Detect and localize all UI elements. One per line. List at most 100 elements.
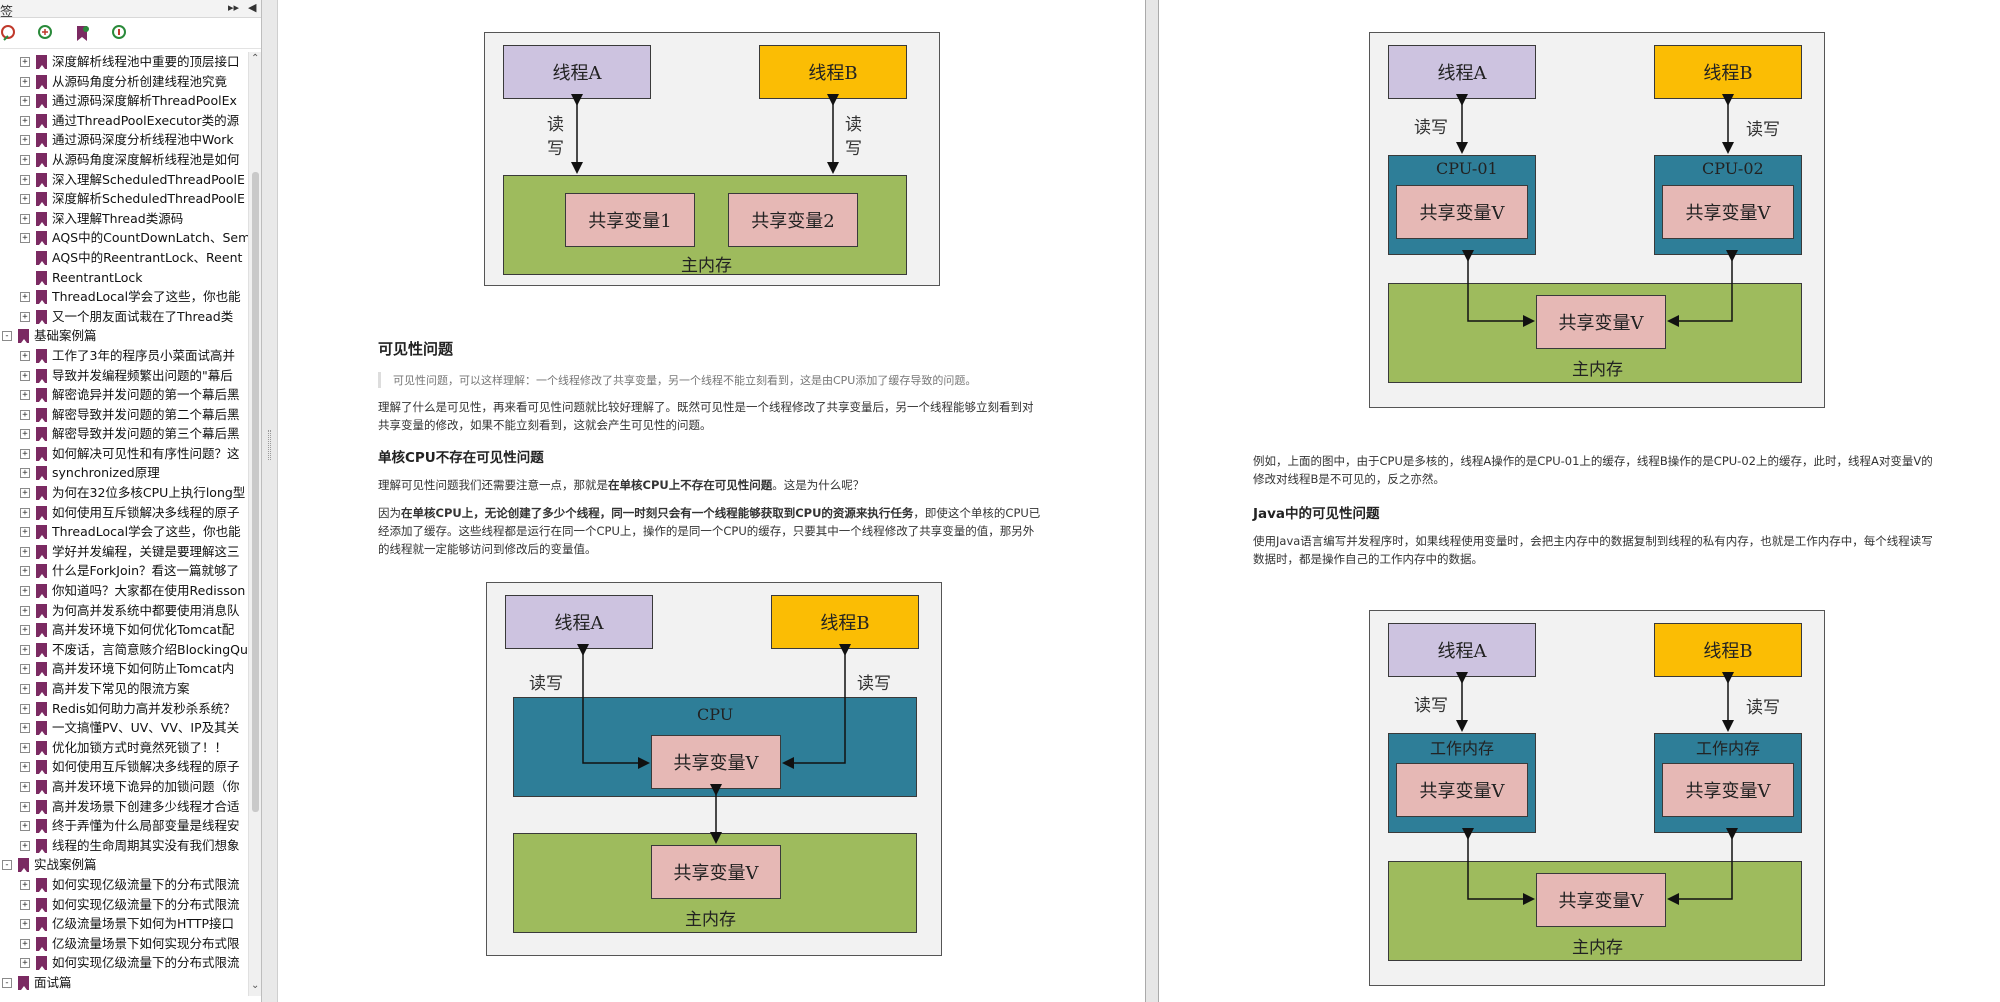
collapse-icon[interactable]: -	[2, 977, 12, 988]
expand-icon[interactable]: +	[20, 194, 30, 205]
expand-icon[interactable]: +	[20, 154, 30, 165]
expand-icon[interactable]: +	[20, 938, 30, 949]
expand-icon[interactable]: +	[20, 507, 30, 518]
expand-icon[interactable]: +	[20, 586, 30, 597]
bookmark-item[interactable]: +终于弄懂为什么局部变量是线程安	[0, 816, 248, 836]
expand-icon[interactable]: +	[20, 644, 30, 655]
scrollbar-thumb[interactable]	[252, 172, 259, 812]
bookmark-item[interactable]: +通过源码深度分析线程池中Work	[0, 130, 248, 150]
bookmark-item[interactable]: +通过ThreadPoolExecutor类的源	[0, 111, 248, 131]
expand-icon[interactable]: +	[20, 174, 30, 185]
bookmark-item[interactable]: +又一个朋友面试栽在了Thread类	[0, 307, 248, 327]
expand-icon[interactable]: +	[20, 958, 30, 969]
bookmark-item[interactable]: +优化加锁方式时竟然死锁了！！	[0, 738, 248, 758]
bookmark-item[interactable]: +深入理解Thread类源码	[0, 209, 248, 229]
expand-icon[interactable]: +	[20, 664, 30, 675]
bookmark-delete-icon[interactable]	[0, 24, 20, 44]
expand-icon[interactable]: +	[20, 135, 30, 146]
bookmark-item[interactable]: +从源码角度分析创建线程池究竟	[0, 72, 248, 92]
bookmark-item[interactable]: AQS中的ReentrantLock、Reent	[0, 248, 248, 268]
double-chevron-right-icon[interactable]: ▸▸	[228, 1, 240, 14]
bookmark-item[interactable]: +亿级流量场景下如何实现分布式限	[0, 934, 248, 954]
expand-icon[interactable]: +	[20, 409, 30, 420]
expand-icon[interactable]: +	[20, 546, 30, 557]
bookmark-item[interactable]: +高并发场景下创建多少线程才合适	[0, 797, 248, 817]
bookmark-item[interactable]: +通过源码深度解析ThreadPoolEx	[0, 91, 248, 111]
bookmark-item[interactable]: -实战案例篇	[0, 855, 248, 875]
pane-splitter[interactable]	[262, 0, 278, 1002]
bookmark-item[interactable]: +解密诡异并发问题的第一个幕后黑	[0, 385, 248, 405]
expand-icon[interactable]: +	[20, 684, 30, 694]
bookmark-item[interactable]: +导致并发编程频繁出问题的"幕后	[0, 366, 248, 386]
bookmark-flag-icon[interactable]	[72, 24, 92, 44]
bookmark-item[interactable]: +一文搞懂PV、UV、VV、IP及其关	[0, 718, 248, 738]
expand-icon[interactable]: +	[20, 213, 30, 224]
bookmark-item[interactable]: +亿级流量场景下如何为HTTP接口	[0, 914, 248, 934]
expand-icon[interactable]: +	[20, 76, 30, 87]
collapse-icon[interactable]: -	[2, 860, 12, 871]
expand-icon[interactable]: +	[20, 879, 30, 890]
expand-icon[interactable]: +	[20, 292, 30, 303]
triangle-left-icon[interactable]: ◀	[248, 1, 257, 14]
expand-icon[interactable]: +	[20, 899, 30, 910]
expand-icon[interactable]: +	[20, 762, 30, 773]
bookmark-add-icon[interactable]	[36, 24, 56, 44]
expand-icon[interactable]: +	[20, 115, 30, 126]
bookmark-item[interactable]: +ThreadLocal学会了这些，你也能	[0, 522, 248, 542]
scroll-up-icon[interactable]: ⌃	[251, 53, 260, 64]
expand-icon[interactable]: +	[20, 488, 30, 499]
bookmark-item[interactable]: +高并发环境下诡异的加锁问题（你	[0, 777, 248, 797]
expand-icon[interactable]: +	[20, 801, 30, 812]
bookmark-item[interactable]: +如何实现亿级流量下的分布式限流	[0, 875, 248, 895]
bookmark-item[interactable]: +为何高并发系统中都要使用消息队	[0, 601, 248, 621]
expand-icon[interactable]: +	[20, 723, 30, 734]
expand-icon[interactable]: +	[20, 350, 30, 361]
expand-icon[interactable]: +	[20, 468, 30, 479]
bookmark-item[interactable]: ReentrantLock	[0, 268, 248, 288]
expand-icon[interactable]: +	[20, 821, 30, 832]
bookmark-item[interactable]: +解密导致并发问题的第三个幕后黑	[0, 424, 248, 444]
bookmark-item[interactable]: -面试篇	[0, 973, 248, 993]
bookmark-item[interactable]: +深度解析ScheduledThreadPoolE	[0, 189, 248, 209]
bookmark-item[interactable]: +如何解决可见性和有序性问题？这	[0, 444, 248, 464]
bookmark-item[interactable]: +为何在32位多核CPU上执行long型	[0, 483, 248, 503]
bookmark-item[interactable]: +ThreadLocal学会了这些，你也能	[0, 287, 248, 307]
bookmark-item[interactable]: +如何实现亿级流量下的分布式限流	[0, 953, 248, 973]
bookmark-item[interactable]: +学好并发编程，关键是要理解这三	[0, 542, 248, 562]
bookmark-scrollbar[interactable]: ⌃ ⌄	[248, 52, 261, 996]
scroll-down-icon[interactable]: ⌄	[251, 980, 260, 991]
expand-icon[interactable]: +	[20, 527, 30, 538]
bookmark-item[interactable]: +如何实现亿级流量下的分布式限流	[0, 895, 248, 915]
expand-icon[interactable]: +	[20, 370, 30, 381]
expand-icon[interactable]: +	[20, 96, 30, 107]
bookmark-item[interactable]: +从源码角度深度解析线程池是如何	[0, 150, 248, 170]
expand-icon[interactable]: +	[20, 57, 30, 67]
bookmark-item[interactable]: +深入理解ScheduledThreadPoolE	[0, 170, 248, 190]
bookmark-item[interactable]: +不废话，言简意赅介绍BlockingQu	[0, 640, 248, 660]
expand-icon[interactable]: +	[20, 919, 30, 930]
expand-icon[interactable]: +	[20, 429, 30, 440]
bookmark-item[interactable]: +什么是ForkJoin？看这一篇就够了	[0, 561, 248, 581]
expand-icon[interactable]: +	[20, 566, 30, 577]
expand-icon[interactable]: +	[20, 742, 30, 753]
bookmark-item[interactable]: +高并发环境下如何防止Tomcat内	[0, 659, 248, 679]
expand-icon[interactable]: +	[20, 233, 30, 244]
bookmark-item[interactable]: +高并发下常见的限流方案	[0, 679, 248, 699]
expand-icon[interactable]: +	[20, 311, 30, 322]
bookmark-item[interactable]: +工作了3年的程序员小菜面试高并	[0, 346, 248, 366]
expand-icon[interactable]: +	[20, 781, 30, 792]
bookmark-item[interactable]: +AQS中的CountDownLatch、Sem	[0, 228, 248, 248]
expand-icon[interactable]: +	[20, 625, 30, 636]
expand-icon[interactable]: +	[20, 605, 30, 616]
expand-icon[interactable]: +	[20, 703, 30, 714]
splitter-grip[interactable]	[268, 430, 271, 460]
bookmark-item[interactable]: +深度解析线程池中重要的顶层接口	[0, 52, 248, 72]
collapse-icon[interactable]: -	[2, 331, 12, 342]
bookmark-item[interactable]: +如何使用互斥锁解决多线程的原子	[0, 757, 248, 777]
bookmark-find-icon[interactable]	[110, 24, 130, 44]
bookmark-item[interactable]: +你知道吗？大家都在使用Redisson	[0, 581, 248, 601]
bookmark-item[interactable]: +高并发环境下如何优化Tomcat配	[0, 620, 248, 640]
bookmark-item[interactable]: +Redis如何助力高并发秒杀系统？	[0, 699, 248, 719]
bookmark-item[interactable]: +如何使用互斥锁解决多线程的原子	[0, 503, 248, 523]
bookmark-item[interactable]: +解密导致并发问题的第二个幕后黑	[0, 405, 248, 425]
